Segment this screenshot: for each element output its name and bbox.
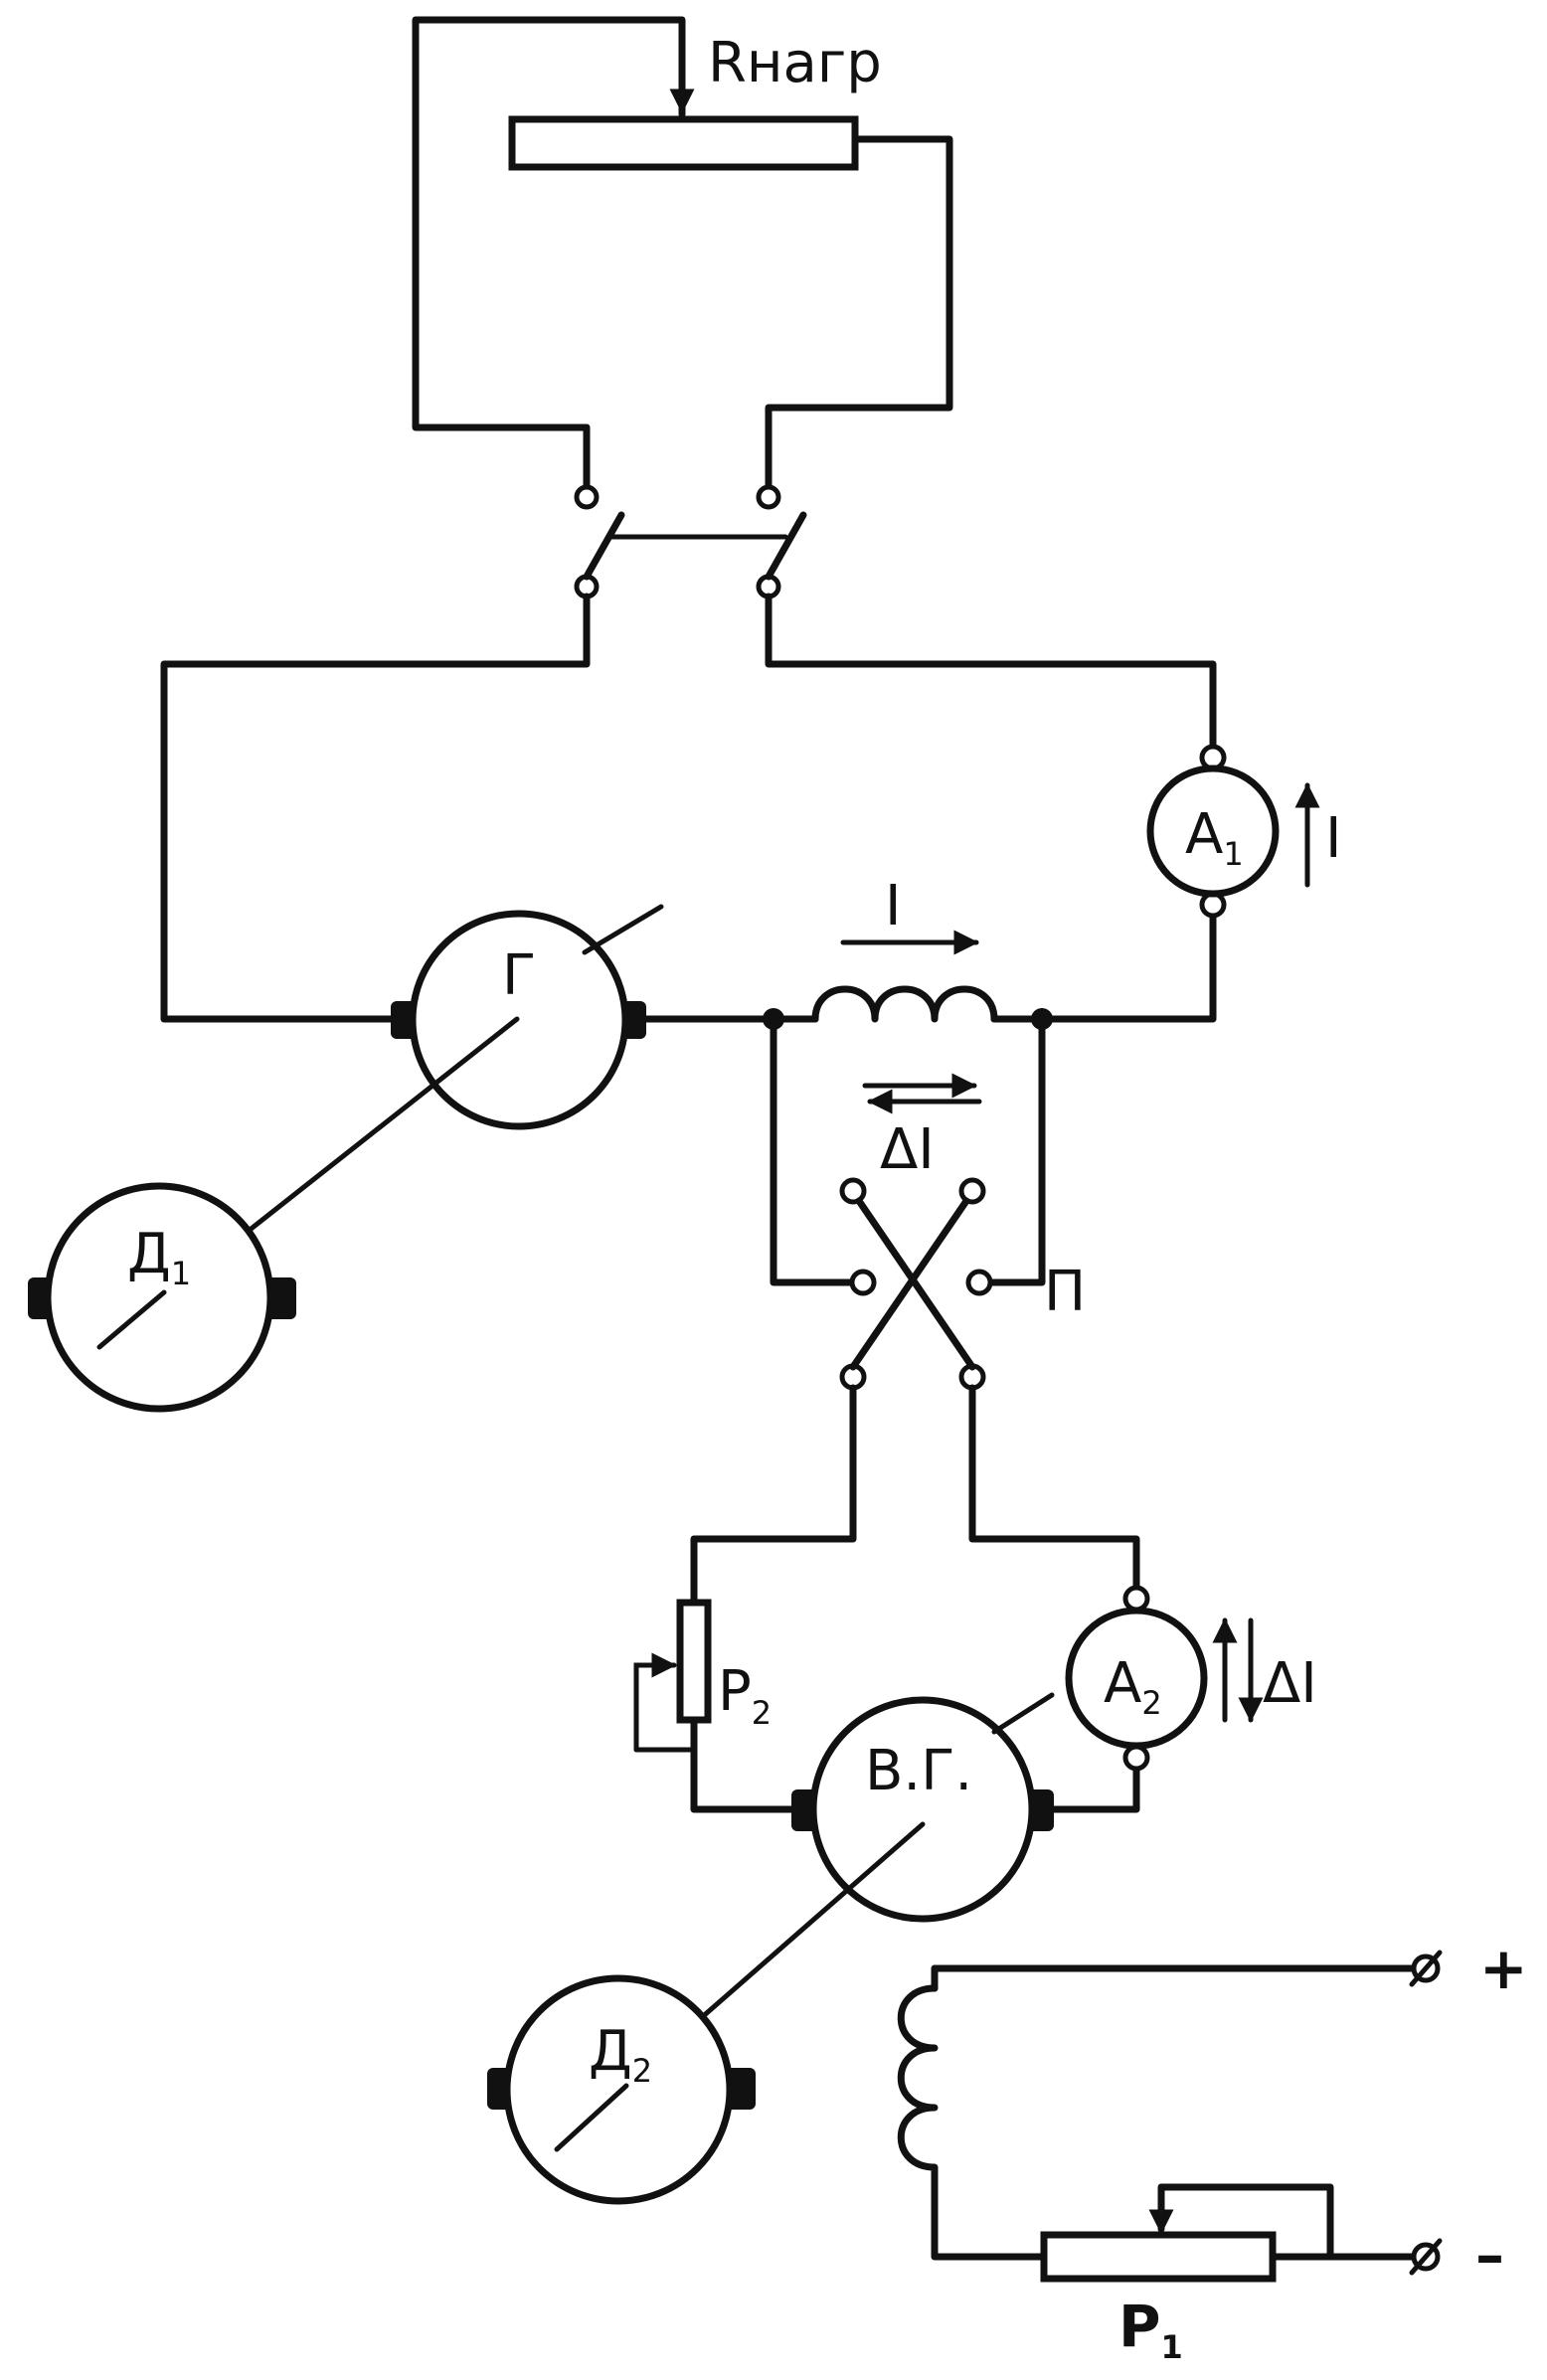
ammeter-a1: A1	[1146, 744, 1280, 919]
rheostat-p1-letter: P	[1118, 2293, 1161, 2360]
drive-motor-d2-letter: Д	[589, 2019, 632, 2084]
double-pole-switch	[574, 484, 807, 599]
drive-motor-d2: Д2	[487, 1974, 756, 2205]
svg-text:Д2: Д2	[589, 2019, 652, 2090]
shaft-d2-vg	[698, 1821, 926, 2021]
ammeter-a2-index: 2	[1141, 1684, 1161, 1722]
current-coil	[763, 985, 1053, 1030]
rheostat-p2: P2	[633, 1599, 772, 1753]
generator-g-label: Г	[502, 943, 536, 1008]
drive-motor-d1-index: 1	[171, 1255, 191, 1292]
svg-text:A1: A1	[1185, 802, 1244, 873]
current-label-top: I	[885, 874, 902, 938]
main-circuit-wires	[160, 593, 1217, 1023]
reversing-switch-label: П	[1044, 1260, 1086, 1324]
ammeter-a1-index: 1	[1223, 835, 1243, 873]
delta-current-label-right: ΔI	[1263, 1651, 1317, 1716]
generator-g: Г	[391, 904, 664, 1130]
terminal-minus	[1409, 2238, 1443, 2276]
reversing-switch-p	[839, 1177, 993, 1391]
svg-text:Д1: Д1	[127, 1222, 191, 1292]
terminal-minus-label: –	[1475, 2221, 1504, 2289]
svg-text:A2: A2	[1104, 1651, 1162, 1722]
current-label-right: I	[1325, 806, 1342, 871]
shaft-d1-g	[246, 1016, 520, 1234]
rheostat-p2-index: 2	[752, 1694, 772, 1732]
ammeter-a2-letter: A	[1104, 1651, 1141, 1716]
load-rheostat-label: Rнагр	[708, 31, 882, 95]
svg-text:P2: P2	[718, 1659, 772, 1732]
ammeter-a2: A2	[1065, 1585, 1208, 1772]
drive-motor-d1-letter: Д	[127, 1222, 171, 1286]
terminal-plus-label: +	[1479, 1935, 1528, 2002]
rheostat-p1-index: 1	[1161, 2328, 1183, 2366]
booster-generator-label: В.Г.	[865, 1739, 972, 1803]
terminal-plus	[1409, 1950, 1443, 1987]
svg-text:P1: P1	[1118, 2293, 1183, 2366]
booster-generator: В.Г.	[791, 1692, 1055, 1923]
load-rheostat	[508, 115, 859, 171]
rheostat-p1	[1040, 2231, 1277, 2283]
delta-current-label-mid: ΔI	[880, 1117, 935, 1182]
rheostat-p2-letter: P	[718, 1659, 752, 1724]
ammeter-a1-letter: A	[1185, 802, 1223, 867]
reversing-switch-feed	[770, 1015, 1046, 1286]
drive-motor-d2-index: 2	[632, 2052, 652, 2090]
drive-motor-d1: Д1	[28, 1182, 296, 1413]
excitation-circuit	[897, 1964, 1418, 2261]
